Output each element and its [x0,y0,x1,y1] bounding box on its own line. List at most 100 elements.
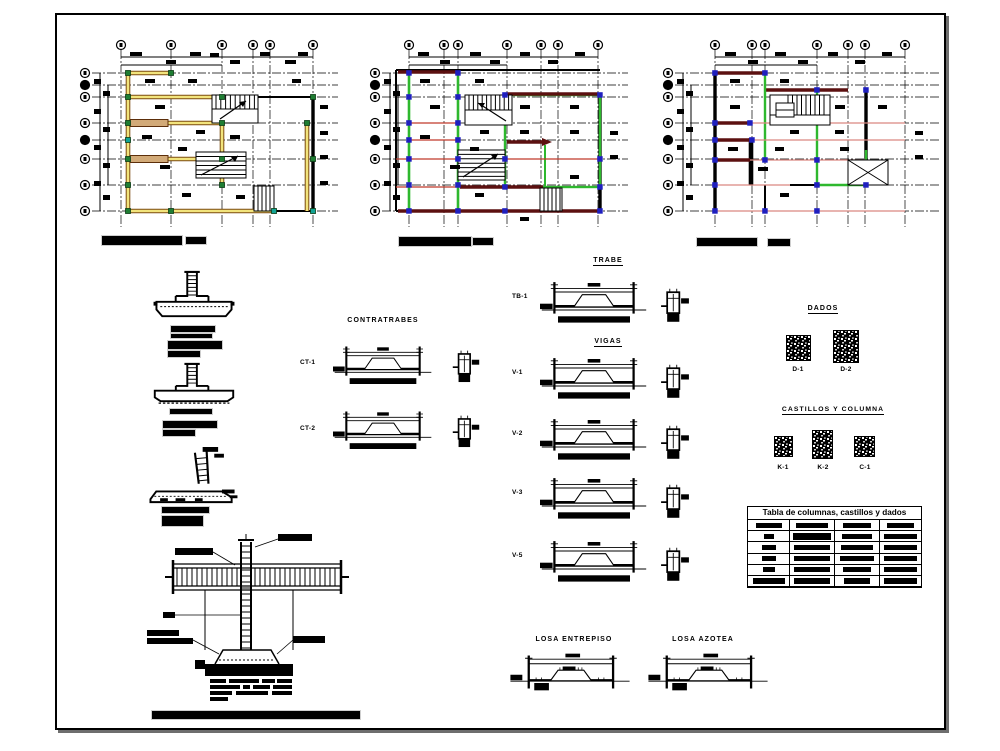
beam-label-ct2: CT-2 [300,425,316,432]
contratrabes-heading-text: CONTRATRABES [347,317,419,324]
detail1-text-redacted [170,333,213,339]
stair-small [539,187,563,212]
beams-dark-red [398,70,598,213]
roof-plan [662,39,940,227]
detail3-text-redacted [161,506,210,514]
losa-azotea-heading: LOSA AZOTEA [653,636,753,643]
v5-cross-section [660,546,690,582]
column-slab-detail [147,534,349,676]
ct2-cross-section [452,414,480,448]
plan3-title-redacted [696,237,758,247]
ct1-cross-section [452,349,480,383]
trabe-heading: TRABE [558,257,658,266]
axis-bubbles [662,39,911,217]
stair-mid [457,149,506,181]
losa-azotea-section [648,652,768,692]
detail1-text-redacted [167,340,223,350]
stair-upper [464,94,513,126]
v2-cross-section [660,424,690,460]
detail2-text-redacted [169,408,213,415]
table-cell-redacted [748,520,790,532]
table-cell-redacted [748,564,790,576]
foundation-plan [79,39,338,227]
foundation-beams-yellow [125,70,310,214]
detail2-text-redacted [162,420,218,429]
dado-label-d2: D-2 [840,366,852,373]
table-cell-redacted [790,564,835,576]
table-cell-redacted [790,542,835,554]
axes-green [763,73,868,187]
tb1-longitudinal-section [540,280,648,324]
v1-longitudinal-section [540,356,648,400]
cross-braced-bay [847,159,889,186]
table-cell-redacted [880,554,921,565]
table-cell-redacted [835,520,880,532]
losa-entrepiso-section [510,652,630,692]
stair-upper [769,94,831,126]
table-cell-redacted [880,576,921,588]
v3-longitudinal-section [540,476,648,520]
castillo-k1-section [774,436,793,457]
table-cell-redacted [835,564,880,576]
column-markers [125,70,316,214]
plan1-scale-redacted [185,236,207,245]
footing-detail-3 [149,447,238,504]
table-cell-redacted [748,553,790,565]
table-cell-redacted [835,542,880,554]
columna-label-c1: C-1 [859,464,871,471]
trabe-heading-text: TRABE [593,257,623,266]
v1-cross-section [660,363,690,399]
dado-label-d1: D-1 [792,366,804,373]
beam-label-v1: V-1 [512,369,523,376]
vigas-heading-text: VIGAS [594,338,622,347]
losa-entrepiso-heading: LOSA ENTREPISO [524,636,624,643]
annotation-blobs [420,79,618,221]
plan3-scale-redacted [767,238,791,247]
stair-lower [195,151,247,179]
beam-label-v2: V-2 [512,430,523,437]
beams-red-thin [396,122,600,188]
castillo-label-k1: K-1 [777,464,789,471]
table-cell-redacted [880,531,921,543]
table-cell-redacted [880,520,921,532]
beam-arrow [542,138,552,146]
plan2-title-redacted [398,236,472,247]
v3-cross-section [660,483,690,519]
beam-label-tb1: TB-1 [512,293,528,300]
table-cell-redacted [835,575,880,588]
castillo-k2-section [812,430,833,459]
detail2-text-redacted [162,429,196,437]
annotation-blobs [728,79,923,197]
footing-detail-1 [153,270,235,318]
dado-d1-section [786,335,811,361]
detail1-text-redacted [167,350,201,358]
dados-heading-text: DADOS [807,305,839,314]
footing-detail-2 [153,362,235,404]
dado-d2-section [833,330,859,363]
stair-upper [211,94,259,124]
drawing-title-redacted [151,710,361,720]
columns-table-grid [748,520,921,588]
beam-label-ct1: CT-1 [300,359,316,366]
dados-heading: DADOS [773,305,873,314]
walls-black [713,73,868,211]
beam-label-v5: V-5 [512,552,523,559]
beam-label-v3: V-3 [512,489,523,496]
axis-bubbles [369,39,604,217]
table-cell-redacted [790,575,835,588]
columna-c1-section [854,436,875,457]
column-markers-blue [406,70,603,214]
plan2-scale-redacted [472,237,494,246]
table-cell-redacted [790,553,835,565]
table-cell-redacted [880,565,921,576]
stair-small [253,185,275,212]
table-cell-redacted [748,531,790,543]
columns-table: Tabla de columnas, castillos y dados [747,506,922,589]
beams-dark-red [715,71,848,162]
detail1-text-redacted [170,325,216,333]
ct2-longitudinal-section [333,410,433,451]
tb1-cross-section [660,287,690,323]
ct1-longitudinal-section [333,345,433,386]
table-cell-redacted [880,542,921,554]
